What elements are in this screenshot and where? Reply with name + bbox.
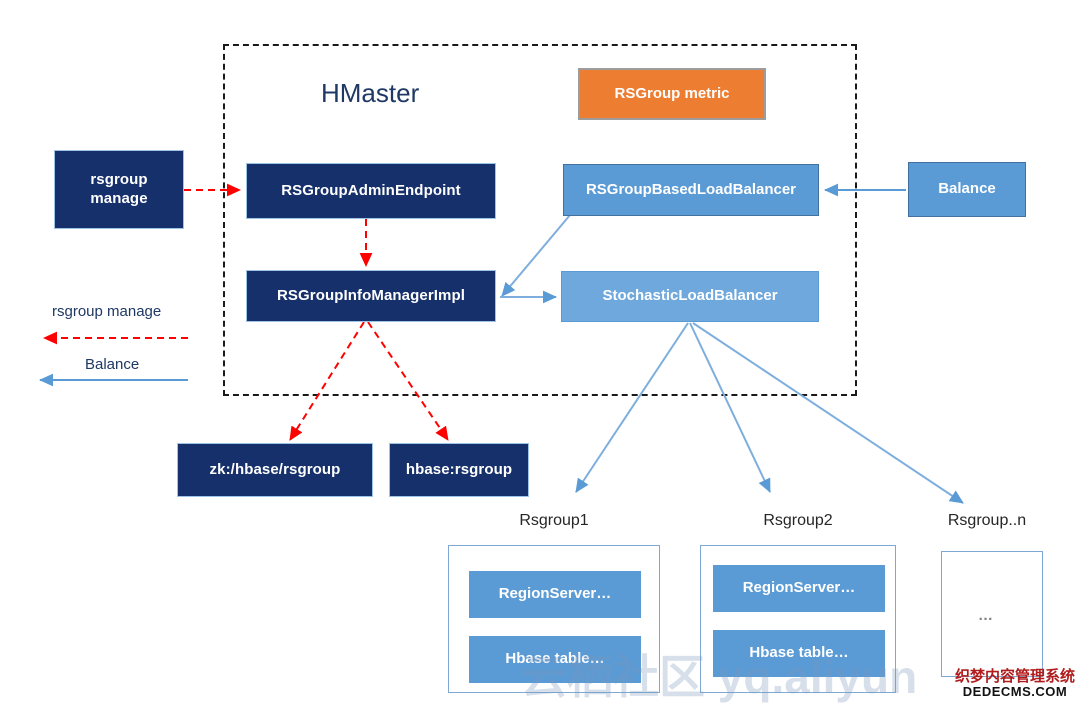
- rsgroup1-item-hbase-table[interactable]: Hbase table…: [469, 636, 641, 683]
- node-zk-rsgroup-path-label: zk:/hbase/rsgroup: [209, 460, 341, 478]
- rsgroup2-label: Rsgroup2: [763, 512, 833, 529]
- rsgroup2-item-regionserver[interactable]: RegionServer…: [713, 565, 885, 612]
- node-rsgroup-metric-label: RSGroup metric: [614, 84, 730, 102]
- node-zk-rsgroup-path[interactable]: zk:/hbase/rsgroup: [177, 443, 373, 497]
- rsgroup1-label: Rsgroup1: [519, 512, 589, 529]
- node-rsgroup-manage-line1: rsgroup: [90, 170, 148, 188]
- node-rsgroup-manage[interactable]: rsgroup manage: [54, 150, 184, 229]
- rsgroupn-container: [941, 551, 1043, 677]
- rsgroup2-item-hbase-table[interactable]: Hbase table…: [713, 630, 885, 677]
- watermark-secondary-en: DEDECMS.COM: [962, 683, 1068, 699]
- node-hbase-rsgroup-table[interactable]: hbase:rsgroup: [389, 443, 529, 497]
- node-balance-label: Balance: [938, 180, 996, 198]
- legend-label-balance: Balance: [85, 356, 140, 373]
- node-rsgroup-based-load-balancer-label: RSGroupBasedLoadBalancer: [585, 180, 797, 198]
- node-stochastic-load-balancer[interactable]: StochasticLoadBalancer: [561, 271, 819, 322]
- node-hbase-rsgroup-table-label: hbase:rsgroup: [405, 460, 513, 478]
- rsgroup2-item-hbase-table-label: Hbase table…: [749, 644, 849, 662]
- rsgroupn-label: Rsgroup..n: [947, 512, 1027, 529]
- node-rsgroup-info-manager-impl-label: RSGroupInfoManagerImpl: [276, 286, 466, 304]
- node-balance[interactable]: Balance: [908, 162, 1026, 217]
- node-stochastic-load-balancer-label: StochasticLoadBalancer: [602, 287, 778, 305]
- rsgroup1-item-hbase-table-label: Hbase table…: [505, 650, 605, 668]
- node-rsgroup-admin-endpoint[interactable]: RSGroupAdminEndpoint: [246, 163, 496, 219]
- rsgroup1-item-regionserver-label: RegionServer…: [498, 585, 612, 603]
- node-rsgroup-admin-endpoint-label: RSGroupAdminEndpoint: [281, 181, 461, 199]
- rsgroupn-ellipsis: …: [978, 607, 995, 624]
- rsgroup1-item-regionserver[interactable]: RegionServer…: [469, 571, 641, 618]
- hmaster-boundary: [223, 44, 857, 396]
- node-rsgroup-metric[interactable]: RSGroup metric: [578, 68, 766, 120]
- node-rsgroup-info-manager-impl[interactable]: RSGroupInfoManagerImpl: [246, 270, 496, 322]
- page-title: HMaster: [321, 78, 420, 108]
- legend-label-rsgroup-manage: rsgroup manage: [52, 303, 162, 320]
- node-rsgroup-manage-line2: manage: [90, 189, 148, 207]
- rsgroup2-item-regionserver-label: RegionServer…: [742, 579, 856, 597]
- node-rsgroup-based-load-balancer[interactable]: RSGroupBasedLoadBalancer: [563, 164, 819, 216]
